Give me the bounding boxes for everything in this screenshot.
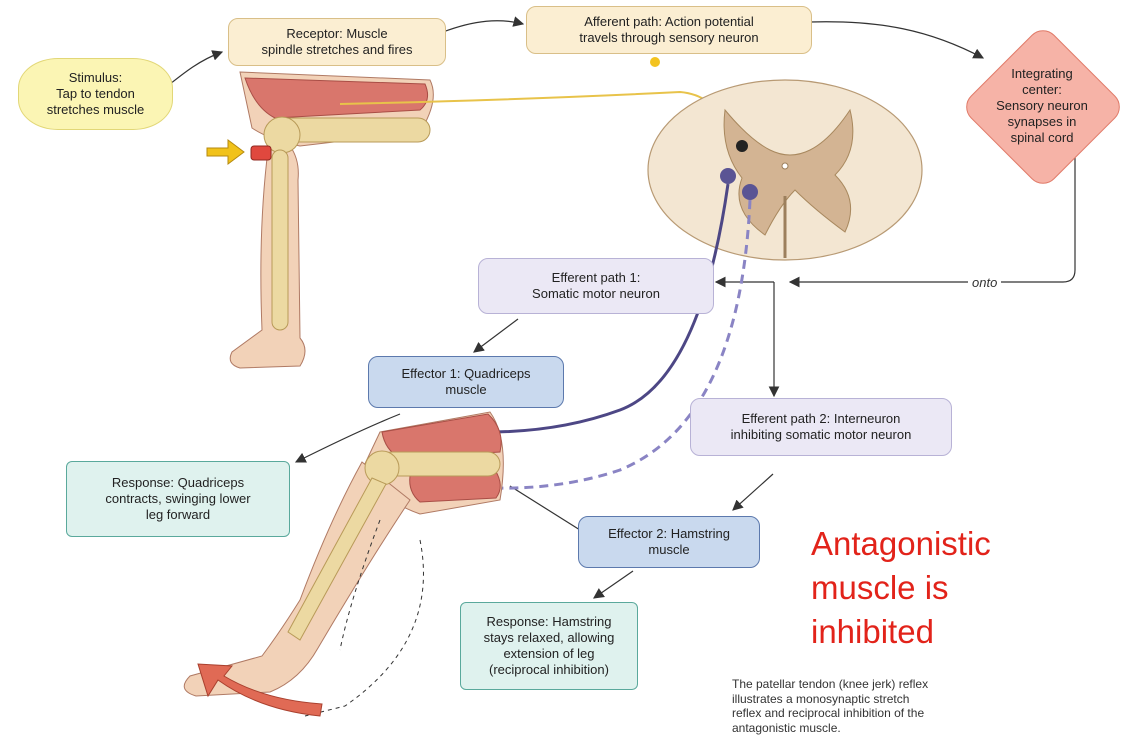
central-canal [782,163,788,169]
inhibition-annotation: Antagonistic muscle is inhibited [811,522,1051,654]
efferent-path-2-box: Efferent path 2: Interneuron inhibiting … [690,398,952,456]
motor-neuron-2 [742,184,758,200]
arrow-afferent-to-integrating [810,22,983,58]
action-potential-icon [650,57,660,67]
upper-leg-figure [207,57,735,368]
afferent-path-text: Afferent path: Action potential travels … [579,14,758,46]
receptor-box: Receptor: Muscle spindle stretches and f… [228,18,446,66]
response-1-box: Response: Quadriceps contracts, swinging… [66,461,290,537]
interneuron [736,140,748,152]
effector-2-box: Effector 2: Hamstring muscle [578,516,760,568]
spinal-cord [648,80,922,260]
integrating-center-text: Integrating center: Sensory neuron synap… [996,66,1088,146]
effector-1-text: Effector 1: Quadriceps muscle [401,366,530,398]
arrow-receptor-to-afferent [443,21,523,32]
arrow-effector2-to-response2 [594,571,633,598]
efferent-path-2-text: Efferent path 2: Interneuron inhibiting … [731,411,912,443]
response-2-box: Response: Hamstring stays relaxed, allow… [460,602,638,690]
stimulus-box: Stimulus: Tap to tendon stretches muscle [18,58,173,130]
lower-leg-figure [184,412,503,716]
effector-1-box: Effector 1: Quadriceps muscle [368,356,564,408]
tibia-upper [272,150,288,330]
figure-caption: The patellar tendon (knee jerk) reflex i… [732,677,992,735]
leader-hamstring [510,486,580,530]
stimulus-text: Stimulus: Tap to tendon stretches muscle [47,70,145,118]
reflex-hammer [251,146,271,160]
knee-lower [365,451,399,485]
response-2-text: Response: Hamstring stays relaxed, allow… [484,614,615,678]
effector-2-text: Effector 2: Hamstring muscle [608,526,730,558]
motor-neuron-1 [720,168,736,184]
efferent-path-1-box: Efferent path 1: Somatic motor neuron [478,258,714,314]
integrating-center-box: Integrating center: Sensory neuron synap… [962,26,1122,186]
arrow-efferent2-to-effector2 [733,474,773,510]
arrow-efferent1-to-effector1 [474,319,518,352]
tap-arrow [207,140,244,164]
afferent-path-box: Afferent path: Action potential travels … [526,6,812,54]
efferent-path-1-text: Efferent path 1: Somatic motor neuron [532,270,660,302]
receptor-text: Receptor: Muscle spindle stretches and f… [261,26,412,58]
connector-label: onto [968,275,1001,290]
arrow-stimulus-to-receptor [165,52,222,88]
shin-skin [230,146,305,368]
response-1-text: Response: Quadriceps contracts, swinging… [105,475,250,523]
